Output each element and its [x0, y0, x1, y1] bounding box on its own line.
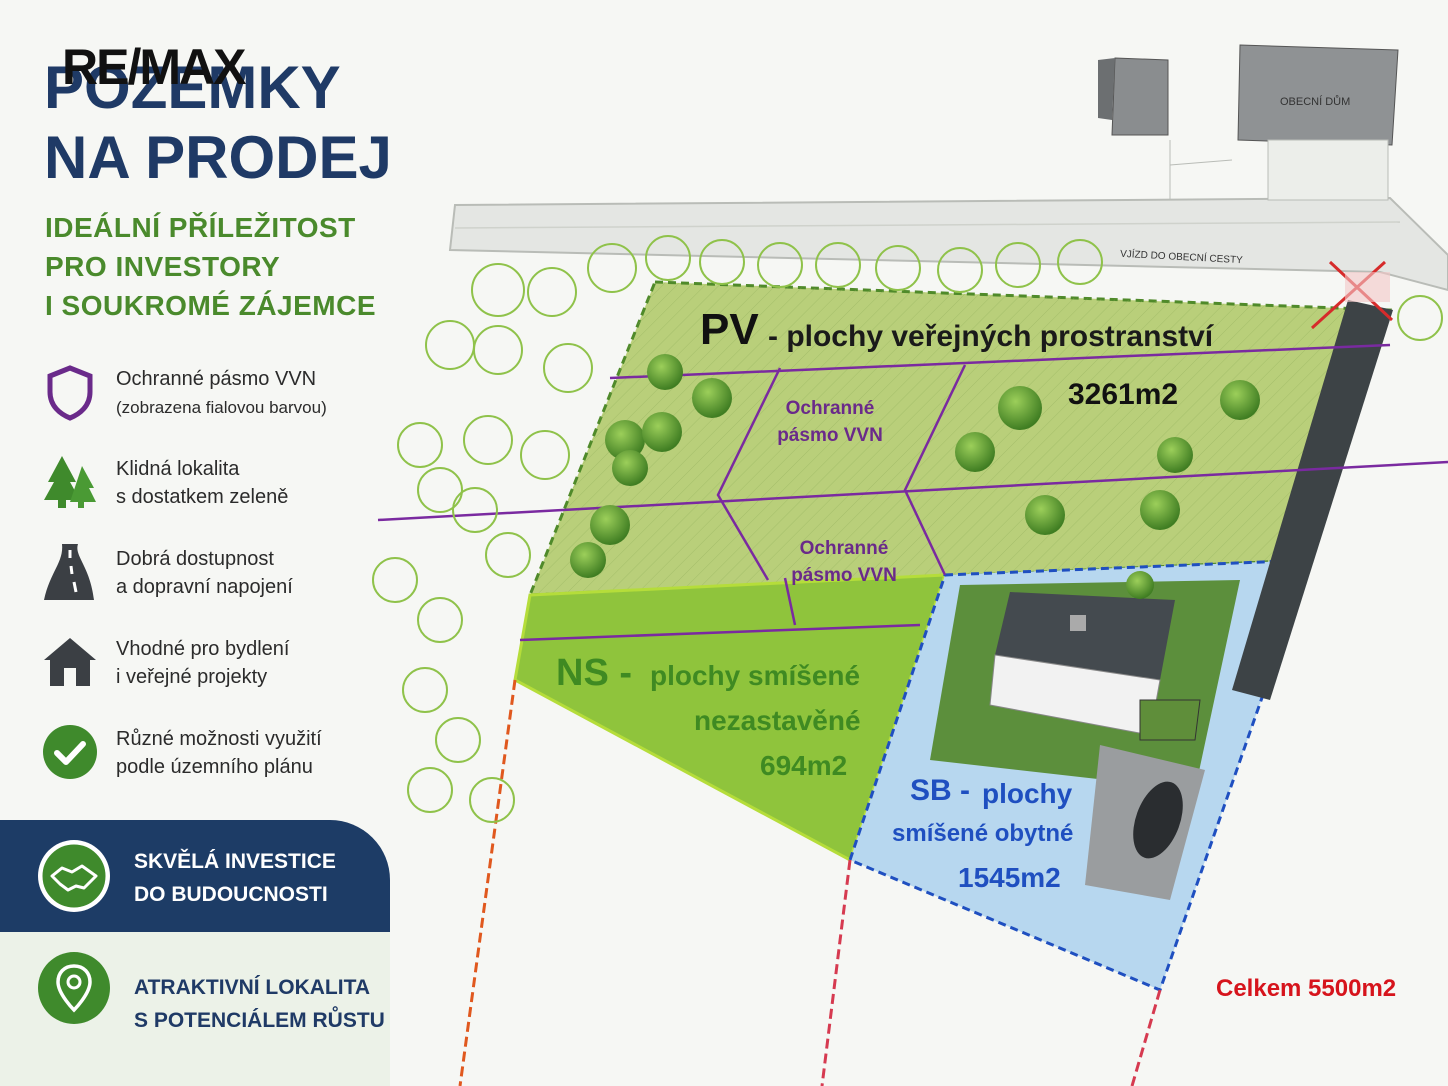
banner-location-text: ATRAKTIVNÍ LOKALITA S POTENCIÁLEM RŮSTU [134, 972, 385, 1037]
ns-code: NS - [556, 652, 632, 694]
banner-line2: S POTENCIÁLEM RŮSTU [134, 1008, 385, 1032]
vvn-zone-label-1: Ochranné pásmo VVN [770, 396, 890, 449]
banner-investment: SKVĚLÁ INVESTICE DO BUDOUCNOSTI [0, 820, 390, 932]
banner-line1: SKVĚLÁ INVESTICE [134, 850, 336, 873]
parcel-trees [570, 354, 1260, 599]
trees-icon [44, 456, 96, 508]
check-icon [43, 725, 97, 779]
subtitle-line2: PRO INVESTORY [45, 251, 281, 282]
sb-code: SB - [910, 774, 970, 807]
house-icon [44, 638, 96, 686]
road [448, 196, 1448, 292]
feature-line2: a dopravní napojení [116, 576, 293, 598]
outline-trees [372, 235, 1443, 823]
vvn-zone-label-2: Ochranné pásmo VVN [784, 536, 904, 589]
subtitle-line3: I SOUKROMÉ ZÁJEMCE [45, 290, 377, 321]
remax-logo: RE/MAX [62, 39, 246, 95]
subtitle-line1: IDEÁLNÍ PŘÍLEŽITOST [45, 212, 356, 243]
vvn-zone-line1: Ochranné [799, 538, 889, 559]
road-icon [44, 544, 94, 600]
pv-area: 3261m2 [1068, 378, 1179, 411]
sb-description-line1: plochy [982, 778, 1073, 809]
feature-usage-options: Různé možnosti využití podle územního pl… [40, 722, 400, 792]
access-path [1232, 300, 1393, 700]
feature-housing: Vhodné pro bydlení i veřejné projekty [40, 632, 400, 702]
total-area: Celkem 5500m2 [1216, 975, 1397, 1002]
ns-area: 694m2 [760, 750, 848, 781]
banner-line2: DO BUDOUCNOSTI [134, 882, 328, 906]
shield-icon [47, 365, 93, 421]
ns-description-line2: nezastavěné [694, 705, 861, 736]
sb-area: 1545m2 [958, 862, 1061, 893]
pv-description: - plochy veřejných prostranství [768, 320, 1214, 353]
feature-line2: podle územního plánu [116, 756, 313, 778]
banner-investment-text: SKVĚLÁ INVESTICE DO BUDOUCNOSTI [134, 846, 336, 911]
handshake-icon-wrap [38, 840, 110, 912]
feature-vvn: Ochranné pásmo VVN (zobrazena fialovou b… [40, 362, 400, 432]
obecni-dum-label: OBECNÍ DŮM [1280, 96, 1351, 108]
location-pin-icon [56, 964, 92, 1013]
title-line1: POZEMKY [44, 54, 341, 121]
banner-location: ATRAKTIVNÍ LOKALITA S POTENCIÁLEM RŮSTU [0, 932, 390, 1086]
vvn-zone-line2: pásmo VVN [777, 424, 883, 446]
feature-line1: Vhodné pro bydlení [116, 638, 290, 660]
sb-description-line2: smíšené obytné [892, 820, 1074, 847]
title-line2: NA PRODEJ [44, 124, 392, 191]
feature-line1: Dobrá dostupnost [116, 548, 274, 570]
feature-line1: Klidná lokalita [116, 458, 240, 480]
feature-line1: Ochranné pásmo VVN [116, 368, 317, 390]
pv-code: PV [700, 305, 759, 354]
feature-accessibility: Dobrá dostupnost a dopravní napojení [40, 542, 400, 612]
feature-line1: Různé možnosti využití [116, 728, 322, 750]
vvn-zone-line1: Ochranné [785, 398, 875, 419]
location-pin-icon-wrap [38, 952, 110, 1024]
feature-line2: i veřejné projekty [116, 666, 268, 688]
handshake-icon [39, 841, 109, 911]
survey-lines [458, 679, 1162, 1086]
buildings [1098, 44, 1399, 201]
house-render [930, 580, 1240, 900]
feature-line2: (zobrazena fialovou barvou) [116, 398, 327, 417]
banner-line1: ATRAKTIVNÍ LOKALITA [134, 976, 371, 999]
ns-description-line1: plochy smíšené [650, 660, 861, 691]
feature-quiet-location: Klidná lokalita s dostatkem zeleně [40, 452, 400, 522]
vvn-zone-line2: pásmo VVN [791, 564, 897, 586]
feature-line2: s dostatkem zeleně [116, 486, 289, 508]
vvn-lines [377, 343, 1448, 642]
